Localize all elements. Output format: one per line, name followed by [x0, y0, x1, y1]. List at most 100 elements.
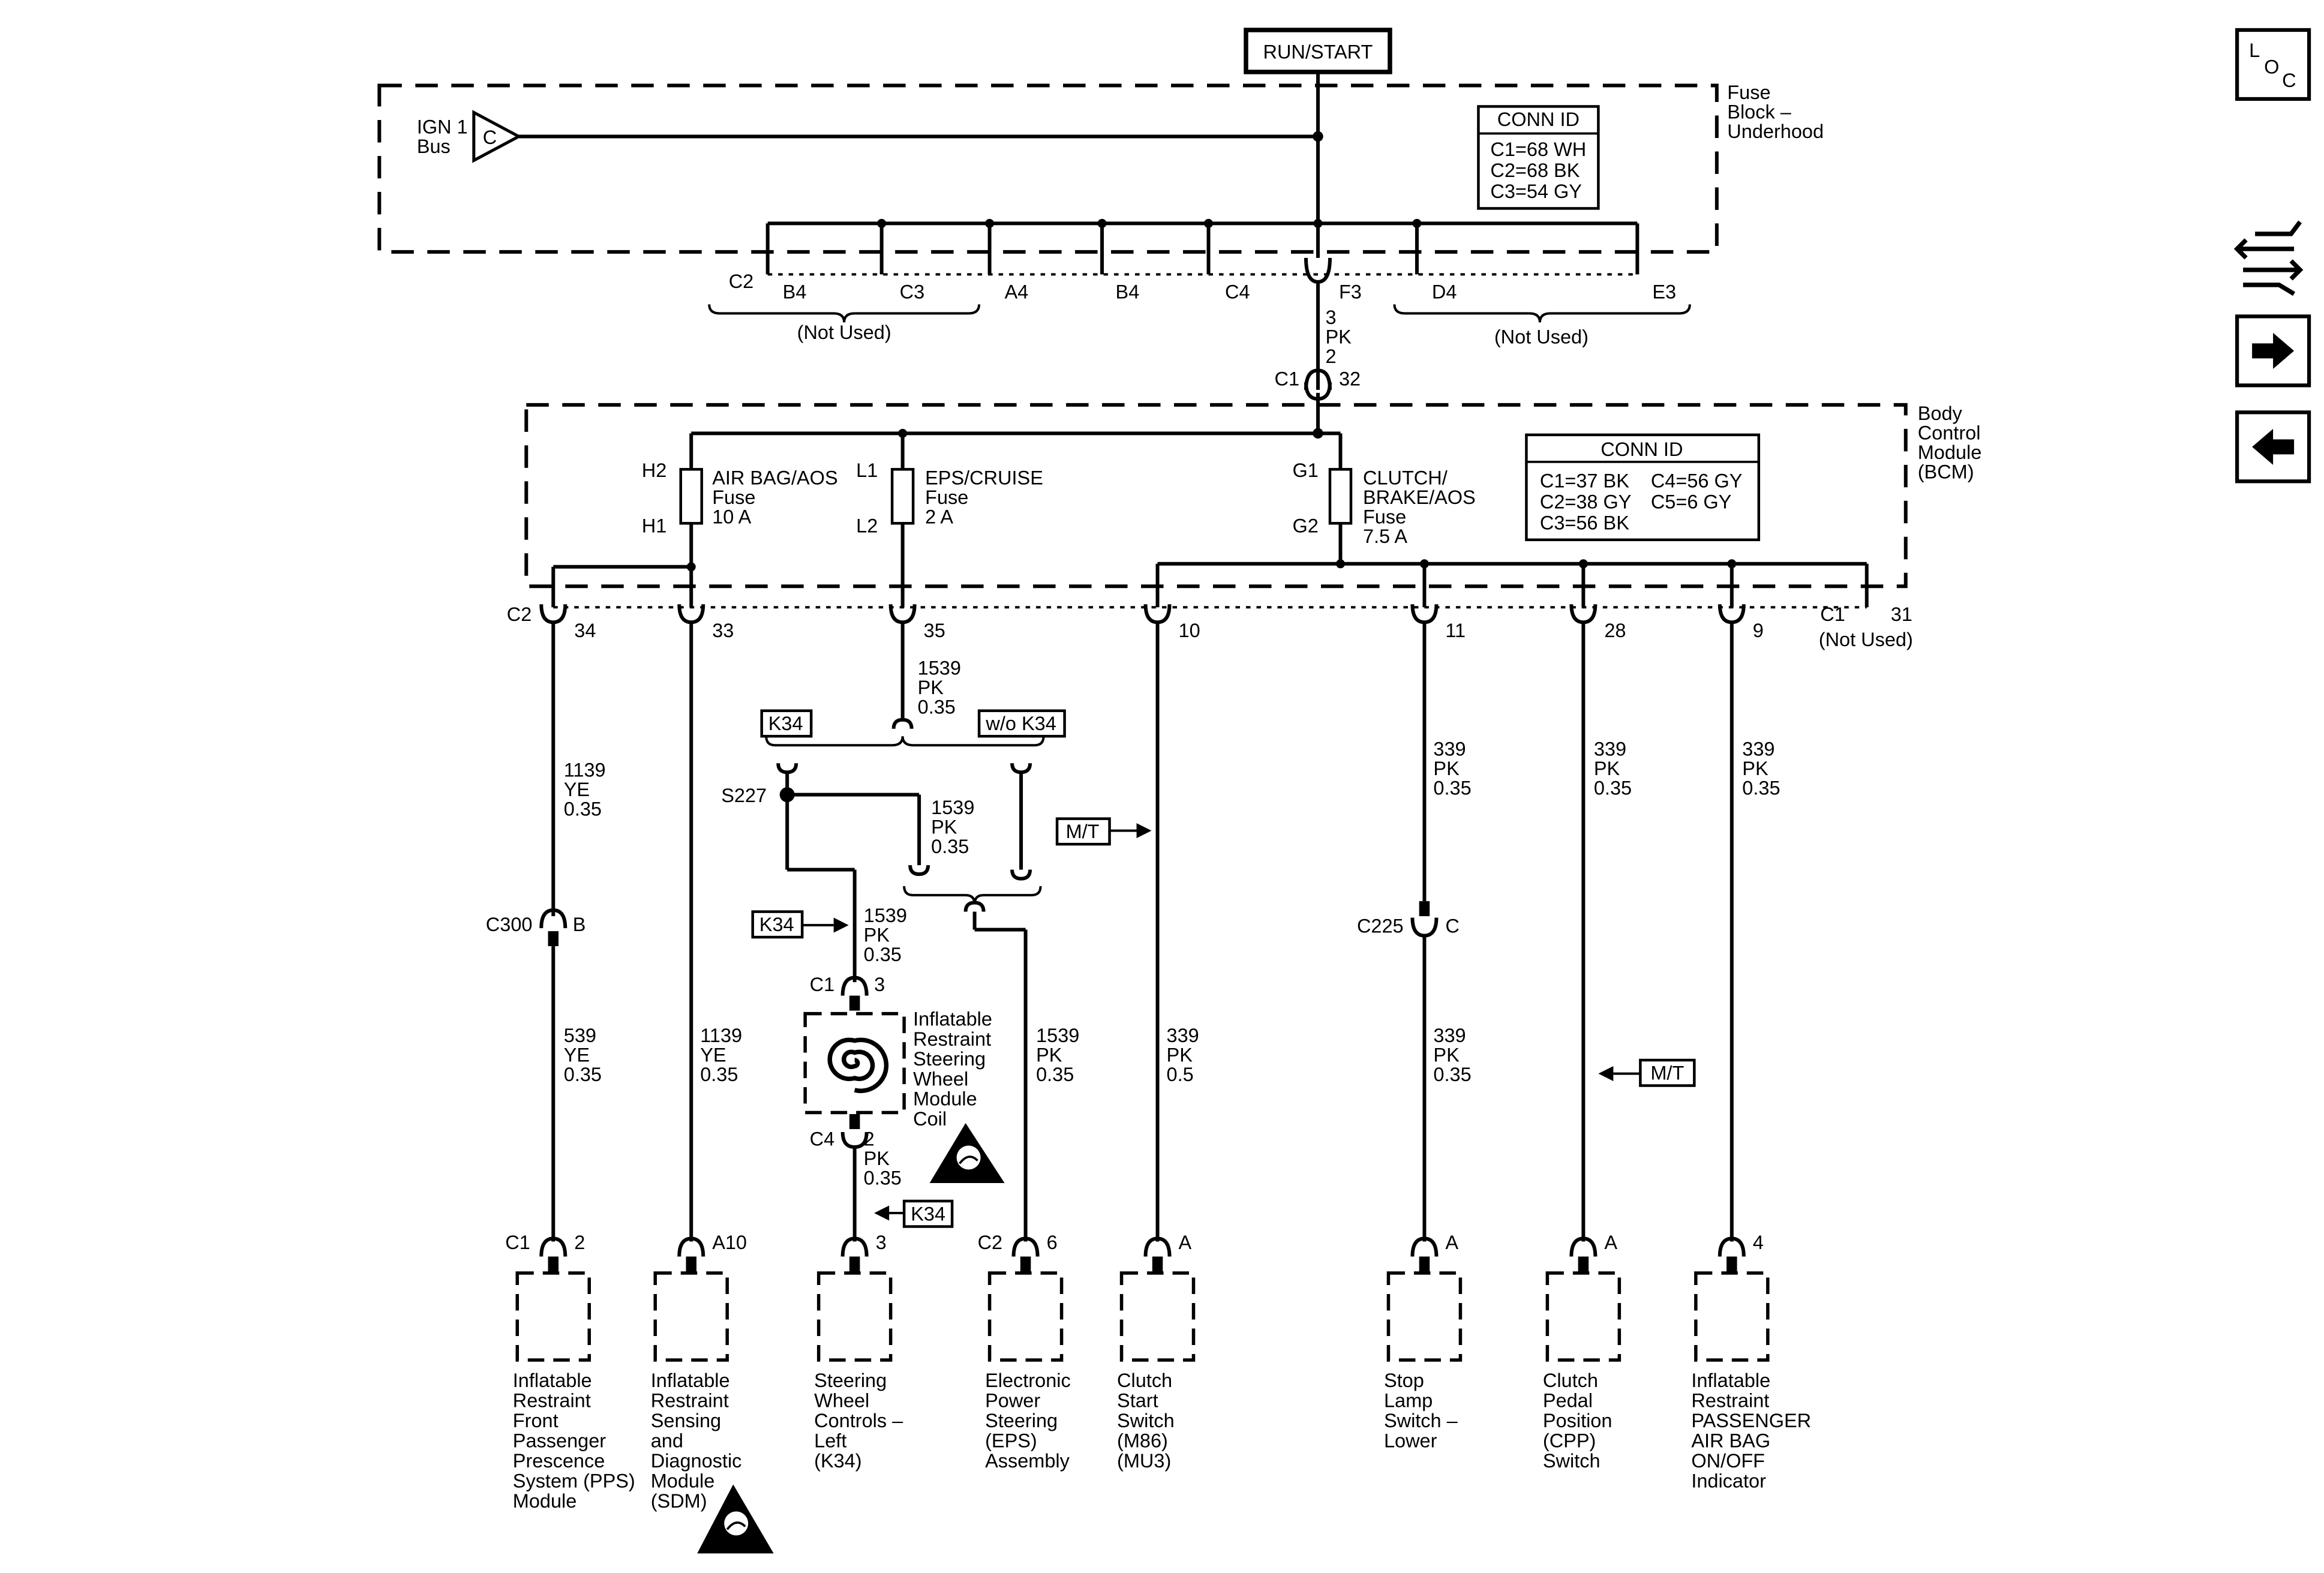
svg-text:C: C: [1445, 915, 1459, 937]
component-pin-label: A: [1445, 1232, 1458, 1253]
svg-text:C: C: [483, 127, 497, 148]
component-pin-label: A: [1604, 1232, 1617, 1253]
svg-text:3: 3: [874, 974, 885, 995]
bcm-pin-label: 31: [1891, 604, 1912, 625]
bcm-outline: [524, 403, 1908, 589]
svg-text:L: L: [2249, 40, 2260, 61]
next-page-arrow-icon[interactable]: [2235, 314, 2311, 388]
bcm-pin-label: 33: [712, 620, 734, 641]
bcm-pin-label: 34: [574, 620, 596, 641]
svg-text:w/o K34: w/o K34: [985, 713, 1056, 734]
fuse-block-pin-label: D4: [1432, 281, 1457, 302]
schematic-flow-icon[interactable]: [2233, 220, 2304, 296]
bcm-pin-label: 35: [924, 620, 945, 641]
bcm-pin-label: 10: [1179, 620, 1200, 641]
svg-text:C2: C2: [507, 604, 532, 625]
bcm-pin-label: 9: [1753, 620, 1764, 641]
k34-arrow-tag-lower: K34: [874, 1199, 954, 1228]
fuse-block-pin-label: C3: [900, 281, 925, 302]
previous-page-arrow-icon[interactable]: [2235, 410, 2311, 484]
svg-text:G2: G2: [1292, 515, 1318, 536]
svg-text:M/T: M/T: [1650, 1062, 1684, 1084]
loc-icon[interactable]: L O C: [2235, 28, 2311, 101]
svg-text:CONN ID: CONN ID: [1601, 439, 1683, 460]
fuse-block-outline: [377, 83, 1719, 254]
bcm-pin-label: 11: [1445, 620, 1466, 641]
component-connector-label: C2: [978, 1232, 1003, 1253]
sir-warning-icon: [929, 1123, 1005, 1184]
svg-text:(Not Used): (Not Used): [1819, 629, 1913, 650]
without-k34-option-label: w/o K34: [977, 709, 1066, 738]
fuse-block-pin-label: B4: [783, 281, 807, 302]
svg-text:C1: C1: [1274, 368, 1299, 389]
mt-option-tag-upper: M/T: [1055, 817, 1152, 846]
component-pin-label: 6: [1047, 1232, 1058, 1253]
run-start-label: RUN/START: [1244, 28, 1392, 74]
svg-text:C4: C4: [810, 1128, 835, 1150]
svg-text:K34: K34: [768, 713, 803, 734]
mt-option-tag-lower: M/T: [1598, 1058, 1696, 1087]
svg-text:G1: G1: [1292, 460, 1318, 481]
component-connector-label: C1: [505, 1232, 530, 1253]
svg-text:CONN ID: CONN ID: [1497, 109, 1580, 130]
svg-text:C1: C1: [810, 974, 835, 995]
fuse-block-pin-label: E3: [1652, 281, 1676, 302]
svg-text:L2: L2: [856, 515, 878, 536]
fuse-block-pin-label: B4: [1116, 281, 1140, 302]
component-pin-label: A: [1179, 1232, 1192, 1253]
component-pin-label: 3: [876, 1232, 887, 1253]
k34-arrow-tag: K34: [751, 910, 849, 939]
svg-text:K34: K34: [759, 914, 794, 935]
sir-warning-icon-sdm: [697, 1484, 774, 1554]
svg-text:H1: H1: [642, 515, 667, 536]
svg-text:C2: C2: [729, 271, 754, 292]
fuse-block-pin-label: C4: [1225, 281, 1250, 302]
svg-text:32: 32: [1339, 368, 1361, 389]
svg-text:RUN/START: RUN/START: [1263, 41, 1373, 62]
bcm-pin-label: 28: [1604, 620, 1626, 641]
k34-option-label: K34: [760, 709, 813, 738]
svg-text:B: B: [573, 914, 586, 935]
c225-label: C225: [1357, 915, 1404, 937]
svg-text:C: C: [2282, 70, 2296, 91]
component-pin-label: 2: [574, 1232, 585, 1253]
svg-text:H2: H2: [642, 460, 667, 481]
svg-text:S227: S227: [721, 785, 767, 806]
component-pin-label: 4: [1753, 1232, 1764, 1253]
